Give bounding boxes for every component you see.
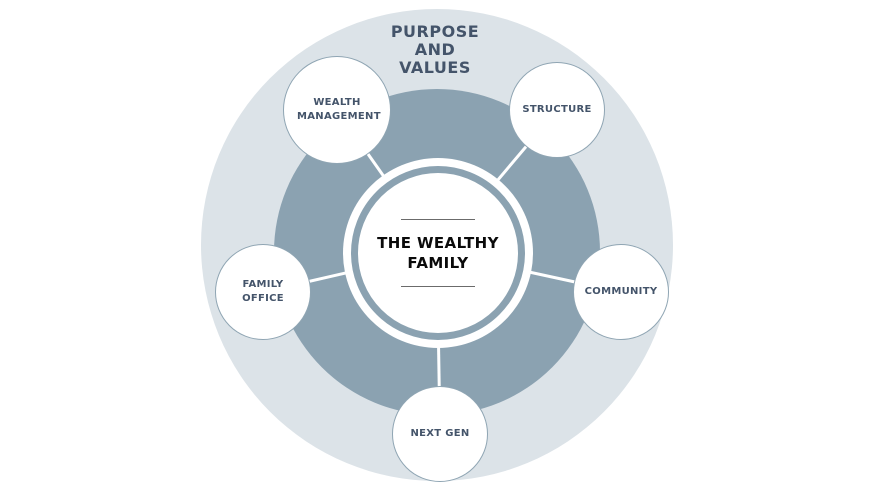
diagram-title-line: AND (414, 40, 456, 59)
node-family-office: FAMILY OFFICE (215, 244, 311, 340)
node-wealth-management: WEALTH MANAGEMENT (283, 56, 391, 164)
diagram-title-line: PURPOSE (390, 22, 480, 41)
center-divider-top (401, 219, 475, 220)
diagram-title-line: VALUES (399, 58, 471, 77)
node-next-gen: NEXT GEN (392, 386, 488, 482)
node-label: COMMUNITY (584, 286, 658, 297)
center-circle: THE WEALTHY FAMILY (351, 166, 525, 340)
node-label: WEALTH MANAGEMENT (297, 97, 381, 122)
diagram-title: PURPOSE AND VALUES (335, 23, 535, 77)
node-label: NEXT GEN (410, 428, 470, 439)
node-structure: STRUCTURE (509, 62, 605, 158)
center-label: THE WEALTHY FAMILY (377, 234, 499, 272)
node-community: COMMUNITY (573, 244, 669, 340)
node-label: FAMILY OFFICE (242, 279, 284, 304)
node-label: STRUCTURE (522, 104, 592, 115)
center-divider-bottom (401, 286, 475, 287)
